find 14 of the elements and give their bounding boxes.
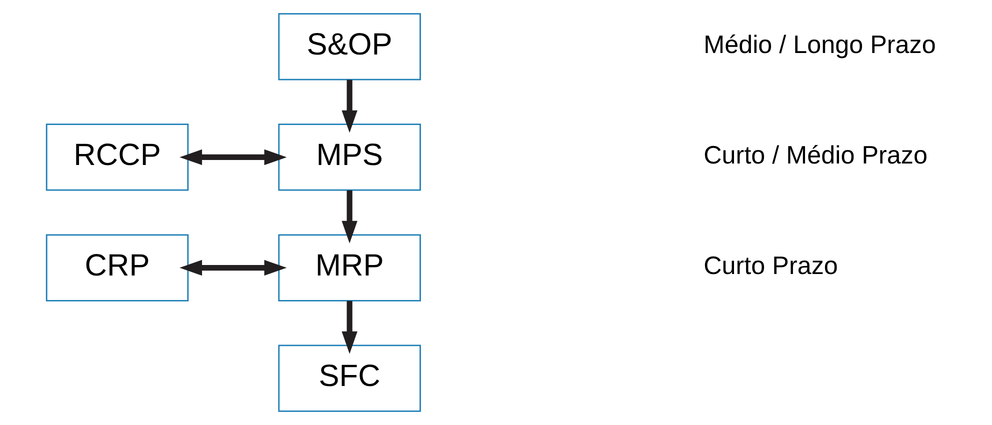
label: Curto / Médio Prazo [703, 141, 927, 170]
node-box: S&OP [278, 13, 420, 80]
label: Médio / Longo Prazo [703, 30, 936, 59]
arrow [341, 300, 357, 354]
node-box: CRP [45, 234, 188, 302]
node-box: MPS [278, 124, 420, 191]
arrow [179, 149, 286, 166]
arrow [179, 260, 286, 276]
label: Curto Prazo [703, 252, 838, 280]
node-box: MRP [278, 234, 420, 302]
node-box: SFC [278, 344, 420, 412]
arrow [341, 190, 357, 244]
node-box: RCCP [45, 124, 188, 191]
arrow [341, 80, 357, 133]
